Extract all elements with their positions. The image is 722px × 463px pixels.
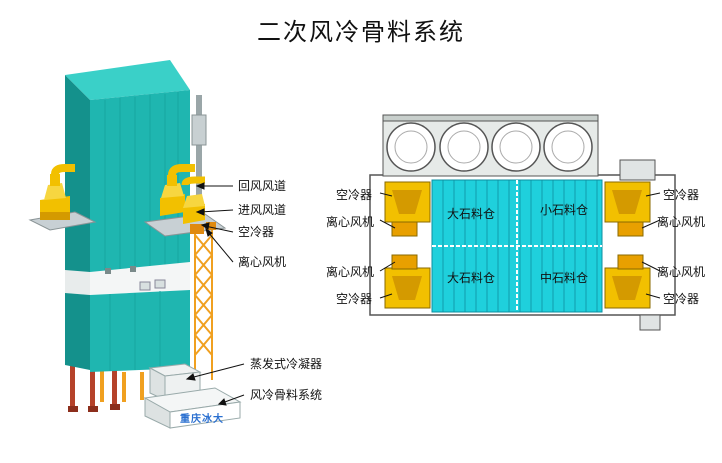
right-label-fan-bottom: 离心风机 xyxy=(657,265,706,279)
left-label-air-cooler-top: 空冷器 xyxy=(336,188,373,202)
callout-evaporative-condenser: 蒸发式冷凝器 xyxy=(250,357,323,371)
page-title: 二次风冷骨料系统 xyxy=(257,18,465,46)
callout-inlet-air-duct: 进风风道 xyxy=(238,203,287,217)
plan-right-units xyxy=(604,181,661,331)
aggregate-bins xyxy=(431,179,603,313)
support-columns xyxy=(68,365,144,412)
callout-centrifugal-fan: 离心风机 xyxy=(238,255,287,269)
right-label-air-cooler-top: 空冷器 xyxy=(663,188,700,202)
left-label-fan-bottom: 离心风机 xyxy=(326,265,375,279)
lattice-frame xyxy=(194,220,213,380)
base-unit xyxy=(143,387,242,429)
bin-label-small-stone: 小石料仓 xyxy=(540,203,589,217)
right-cooler-unit xyxy=(143,164,227,237)
unit-sign: 重庆冰大 xyxy=(180,414,224,425)
left-label-fan-top: 离心风机 xyxy=(326,215,375,229)
bin-label-medium-stone: 中石料仓 xyxy=(540,271,589,285)
storage-silos-top xyxy=(386,122,593,172)
callout-return-air-duct: 回风风道 xyxy=(238,179,287,193)
callout-air-cooled-aggregate-system: 风冷骨料系统 xyxy=(250,388,323,402)
right-label-air-cooler-bottom: 空冷器 xyxy=(663,292,700,306)
plan-leaders xyxy=(379,192,661,299)
right-label-fan-top: 离心风机 xyxy=(657,215,706,229)
callout-air-cooler: 空冷器 xyxy=(238,225,275,239)
plan-left-units xyxy=(384,181,431,309)
left-cooler-unit xyxy=(28,164,97,231)
left-label-air-cooler-bottom: 空冷器 xyxy=(336,292,373,306)
callout-leaders xyxy=(185,182,245,406)
side-view xyxy=(28,60,245,429)
vertical-pipe xyxy=(196,95,202,205)
evaporative-condenser xyxy=(148,363,202,401)
bin-label-large-stone-2: 大石料仓 xyxy=(447,271,496,285)
bin-label-large-stone-1: 大石料仓 xyxy=(447,207,496,221)
plan-view xyxy=(369,114,676,331)
